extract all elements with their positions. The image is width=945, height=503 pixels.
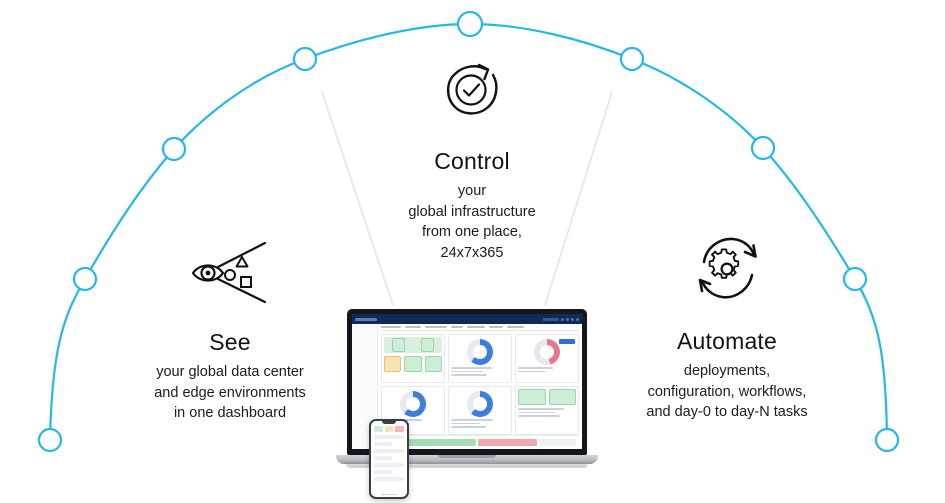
dashboard-card-alerts[interactable] (515, 386, 579, 435)
refresh-gear-icon (602, 228, 852, 315)
dashboard-tab-6[interactable] (489, 326, 503, 328)
phone-notch (382, 421, 396, 424)
dashboard-tab-1[interactable] (381, 326, 401, 328)
tile-healthy-1 (404, 356, 422, 372)
dashboard-card-compliance[interactable] (515, 334, 579, 383)
dashboard-sidebar[interactable] (352, 324, 378, 449)
feature-control-body: your global infrastructure from one plac… (408, 183, 536, 262)
phone-list[interactable] (374, 435, 404, 481)
card-alerts-legend (518, 408, 576, 417)
footer-bar-healthy (384, 439, 476, 446)
phone-chip-critical (395, 426, 405, 432)
feature-see: See your global data center and edge env… (110, 238, 350, 424)
status-chip-ok (392, 338, 405, 352)
dashboard-card-grid (381, 334, 579, 435)
phone-list-item-4[interactable] (374, 456, 392, 460)
phone-list-item-5[interactable] (374, 463, 404, 467)
phone-status-chips (374, 426, 405, 432)
laptop-device (347, 309, 587, 455)
dashboard-card-health[interactable] (448, 334, 512, 383)
card-inventory-status-band (384, 337, 442, 353)
feature-see-body: your global data center and edge environ… (154, 364, 306, 422)
dashboard-brand-logo (355, 317, 377, 321)
alert-tile-1 (518, 389, 546, 405)
card-utilization-legend (451, 419, 509, 428)
phone-chip-healthy (374, 426, 383, 432)
footer-bar-critical (477, 439, 538, 446)
phone-list-item-3[interactable] (374, 449, 404, 453)
card-capacity-gauge (400, 391, 426, 417)
card-inventory-tiles (384, 356, 442, 372)
dashboard-tab-3[interactable] (425, 326, 447, 328)
eye-vision-shapes-icon (110, 238, 350, 313)
tile-healthy-2 (424, 356, 442, 372)
card-compliance-legend (518, 367, 576, 373)
dashboard-card-utilization[interactable] (448, 386, 512, 435)
footer-bar-unknown (539, 439, 576, 446)
status-chip-ok-2 (421, 338, 434, 352)
dashboard-main (378, 324, 582, 449)
arc-node-4[interactable] (292, 46, 318, 72)
dashboard-tab-7[interactable] (507, 326, 524, 328)
dashboard-avatar-icon[interactable] (576, 317, 579, 321)
dashboard-help-icon[interactable] (566, 317, 569, 321)
arc-node-7[interactable] (750, 135, 776, 161)
alert-tile-2 (548, 389, 576, 405)
dashboard-tab-5[interactable] (467, 326, 485, 328)
laptop-base (336, 455, 598, 464)
feature-see-title: See (209, 329, 251, 355)
card-utilization-gauge (467, 391, 493, 417)
arc-node-3[interactable] (161, 136, 187, 162)
arc-node-2[interactable] (72, 266, 98, 292)
phone-screen-dashboard[interactable] (371, 421, 407, 497)
dashboard-notification-icon[interactable] (561, 317, 564, 321)
feature-control: Control your global infrastructure from … (352, 52, 592, 264)
card-health-gauge (467, 339, 493, 365)
arc-node-6[interactable] (619, 46, 645, 72)
dashboard-tab-2[interactable] (405, 326, 421, 328)
feature-automate-body: deployments, configuration, workflows, a… (646, 363, 808, 421)
tile-warning (384, 356, 402, 372)
phone-list-item-1[interactable] (374, 435, 404, 439)
laptop-shadow (346, 464, 588, 468)
phone-list-item-7[interactable] (374, 477, 404, 481)
dashboard-card-inventory[interactable] (381, 334, 445, 383)
phone-home-indicator (381, 493, 397, 495)
card-compliance-gauge (534, 339, 560, 365)
dashboard-primary-button[interactable] (559, 339, 575, 344)
arc-node-5[interactable] (456, 10, 484, 38)
laptop-and-phone-dashboard-mockup (336, 309, 598, 499)
dashboard-tabs[interactable] (381, 326, 579, 331)
phone-chip-warning (384, 426, 394, 432)
phone-list-item-6[interactable] (374, 470, 392, 474)
dashboard-search-pill[interactable] (543, 317, 559, 321)
card-health-legend (451, 367, 509, 376)
laptop-screen-dashboard[interactable] (352, 314, 582, 449)
dashboard-topbar (352, 314, 582, 324)
arc-node-1[interactable] (37, 427, 63, 453)
phone-device (369, 419, 409, 499)
card-alerts-tiles (518, 389, 576, 405)
refresh-check-icon (352, 52, 592, 131)
dashboard-footer-chart (381, 435, 579, 449)
arc-node-9[interactable] (874, 427, 900, 453)
dashboard-tab-4[interactable] (451, 326, 463, 328)
dashboard-settings-icon[interactable] (571, 317, 574, 321)
dashboard-body (352, 324, 582, 449)
feature-automate: Automate deployments, configuration, wor… (602, 228, 852, 423)
feature-control-title: Control (434, 148, 510, 174)
feature-automate-title: Automate (676, 328, 778, 354)
phone-list-item-2[interactable] (374, 442, 392, 446)
